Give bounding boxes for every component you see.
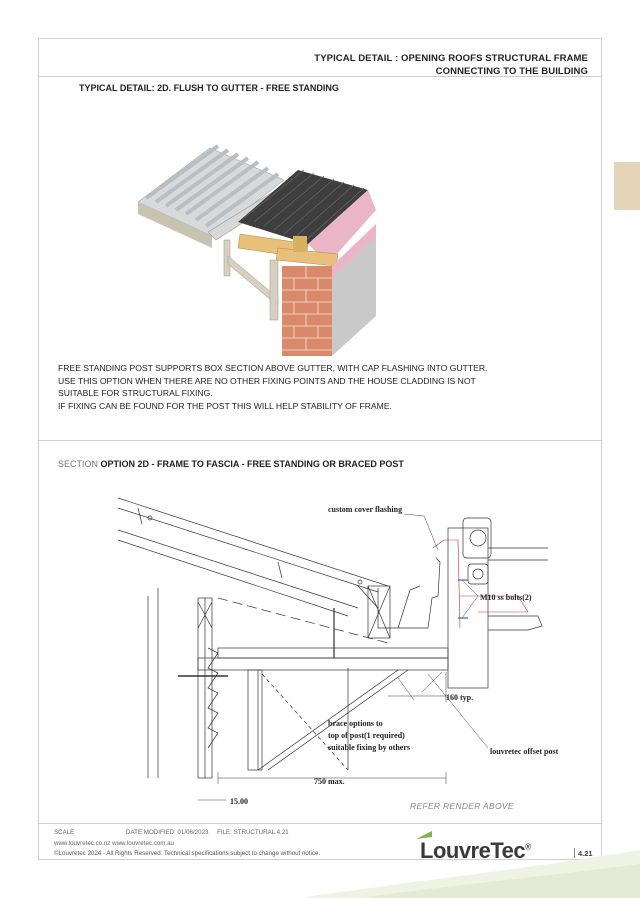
roof-rafters xyxy=(117,497,389,617)
footer-divider xyxy=(39,823,601,824)
header-line-2: CONNECTING TO THE BUILDING xyxy=(435,66,588,77)
footer-date: DATE MODIFIED: 01/06/2023 xyxy=(126,829,209,836)
logo-text: LouvreTec xyxy=(420,838,526,863)
corrugated-roof xyxy=(137,144,285,248)
footer-copyright: ©Louvretec 2024 - All Rights Reserved. T… xyxy=(54,850,321,857)
section-prefix: SECTION xyxy=(58,459,101,469)
footer-swoosh-decoration xyxy=(300,850,640,898)
label-bolts: M10 ss bolts(2) xyxy=(480,593,532,602)
brace-members xyxy=(217,597,409,771)
label-max: 750 max. xyxy=(314,777,345,786)
label-flashing: custom cover flashing xyxy=(328,505,402,514)
footer-file: FILE: STRUCTURAL 4.21 xyxy=(217,829,289,836)
leader-lines xyxy=(397,513,489,749)
section-drawing: custom cover flashing M10 ss bolts(2) 16… xyxy=(117,497,558,806)
roof-render-illustration xyxy=(137,144,376,356)
description-line-1: FREE STANDING POST SUPPORTS BOX SECTION … xyxy=(58,363,488,373)
gutter-detail xyxy=(377,539,461,629)
offset-post xyxy=(447,517,548,689)
footer-meta: SCALE DATE MODIFIED: 01/06/2023 FILE: ST… xyxy=(54,829,289,836)
label-brace-2: top of post(1 required) xyxy=(328,731,405,740)
label-post: louvretec offset post xyxy=(490,747,558,756)
refer-note: REFER RENDER ABOVE xyxy=(410,801,514,811)
label-typ: 160 typ. xyxy=(446,693,473,702)
footer-websites[interactable]: www.louvretec.co.nz www.louvretec.com.au xyxy=(54,840,175,847)
page-header: TYPICAL DETAIL : OPENING ROOFS STRUCTURA… xyxy=(314,52,588,78)
detail-description: FREE STANDING POST SUPPORTS BOX SECTION … xyxy=(58,362,558,412)
header-divider xyxy=(39,76,601,77)
section-divider xyxy=(39,440,601,441)
description-line-4: IF FIXING CAN BE FOUND FOR THE POST THIS… xyxy=(58,400,392,411)
detail-title: TYPICAL DETAIL: 2D. FLUSH TO GUTTER - FR… xyxy=(79,83,339,93)
brick-wall xyxy=(282,224,376,356)
dimension-lines xyxy=(198,672,447,801)
section-heading: OPTION 2D - FRAME TO FASCIA - FREE STAND… xyxy=(100,459,404,469)
label-brace-1: brace options to xyxy=(328,719,383,728)
section-tab[interactable] xyxy=(614,162,640,210)
logo-registered-mark: ® xyxy=(525,842,531,852)
drawing-labels: custom cover flashing M10 ss bolts(2) 16… xyxy=(230,505,558,806)
page-frame xyxy=(38,38,602,860)
description-line-3: SUITABLE FOR STRUCTURAL FIXING. xyxy=(58,388,213,398)
louvretec-logo-mark xyxy=(416,831,432,839)
footer-scale: SCALE xyxy=(54,829,75,836)
label-brace-3: suitable fixing by others xyxy=(328,743,410,752)
label-level: 15.00 xyxy=(230,797,248,806)
tile-roof xyxy=(238,169,368,244)
louvretec-logo: LouvreTec® xyxy=(420,838,531,864)
post-and-brace xyxy=(223,239,279,321)
section-title: SECTION OPTION 2D - FRAME TO FASCIA - FR… xyxy=(58,459,404,469)
description-line-2: USE THIS OPTION WHEN THERE ARE NO OTHER … xyxy=(58,375,476,386)
page-number-divider xyxy=(574,848,575,858)
cladding xyxy=(178,647,228,749)
page-number: 4.21 xyxy=(578,849,593,858)
insulation xyxy=(308,190,376,264)
header-line-1: TYPICAL DETAIL : OPENING ROOFS STRUCTURA… xyxy=(314,53,588,64)
